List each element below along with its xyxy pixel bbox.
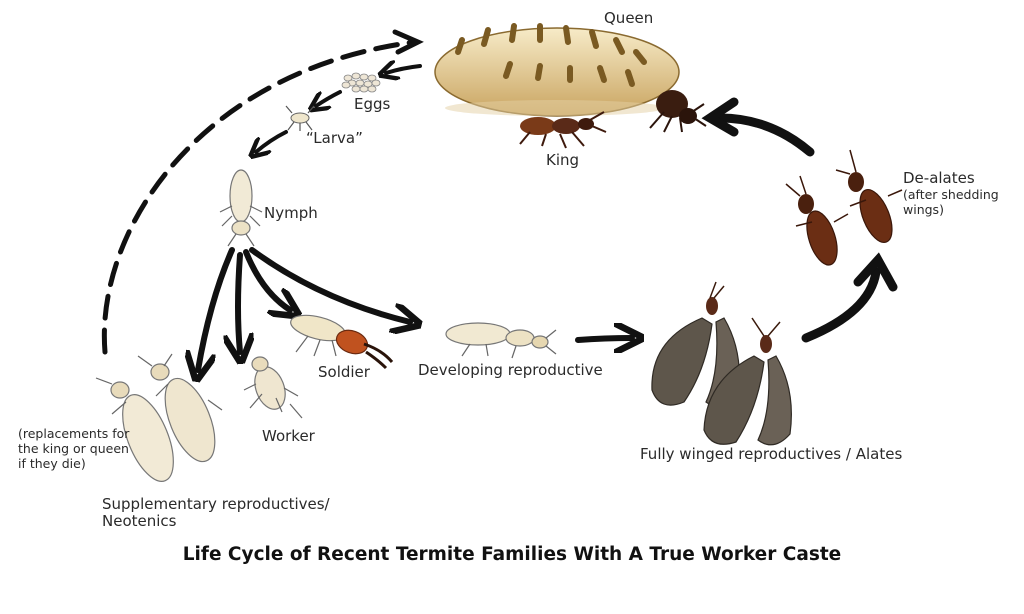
supplementary-label-line-1: Supplementary reproductives/ [102, 495, 330, 513]
arrow-nymph-to-neotenics [198, 247, 235, 370]
dealates-illustration [785, 149, 903, 266]
supplementary-label-line-2: Neotenics [102, 512, 177, 530]
soldier-illustration [290, 314, 394, 370]
arrow-queen-to-eggs [386, 66, 422, 73]
diagram-title: Life Cycle of Recent Termite Families Wi… [182, 544, 842, 565]
arrow-eggs-to-larva [316, 90, 342, 106]
arrows [101, 29, 898, 370]
arrow-larva-to-nymph [256, 130, 288, 152]
queen-illustration [434, 23, 707, 133]
replacements-note-line-3: if they die) [18, 456, 86, 471]
dealates-label: De-alates [903, 169, 975, 187]
arrow-nymph-to-soldier [243, 249, 290, 310]
arrow-neotenics-to-queen-dashed [101, 39, 418, 355]
arrow-alates-to-dealates [801, 267, 881, 343]
nymph-illustration [219, 169, 263, 247]
larva-label: “Larva” [306, 129, 363, 147]
king-illustration [519, 111, 607, 149]
developing-reproductive-illustration [445, 322, 557, 359]
dealates-note-line-1: (after shedding [903, 187, 999, 202]
developing-reproductive-label: Developing reproductive [418, 361, 603, 379]
king-label: King [546, 151, 580, 169]
arrow-nymph-to-worker [238, 252, 240, 352]
nymph-label: Nymph [264, 204, 318, 222]
queen-label: Queen [604, 9, 654, 27]
arrow-developing-to-alates [575, 338, 632, 340]
replacements-note-line-1: (replacements for [18, 426, 130, 441]
alates-illustration [651, 281, 792, 446]
soldier-label: Soldier [318, 363, 370, 381]
eggs-illustration [341, 72, 381, 93]
replacements-note-line-2: the king or queen [18, 441, 129, 456]
larva-illustration [285, 105, 315, 131]
alates-label: Fully winged reproductives / Alates [640, 445, 903, 463]
arrow-neotenics-to-queen-head [392, 29, 424, 55]
worker-label: Worker [262, 427, 315, 445]
eggs-label: Eggs [354, 95, 391, 113]
arrow-nymph-to-developing [249, 247, 410, 322]
dealates-note-line-2: wings) [903, 202, 944, 217]
arrow-alates-to-dealates-head [853, 252, 898, 292]
arrow-dealates-to-queen-head [701, 97, 739, 137]
worker-illustration [243, 356, 303, 419]
neotenics-illustration [95, 353, 223, 482]
arrow-dealates-to-queen [715, 113, 815, 157]
